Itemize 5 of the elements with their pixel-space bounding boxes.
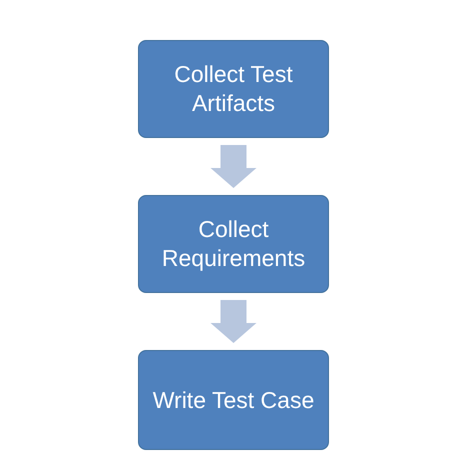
process-box: Collect Test Artifacts [138,40,329,138]
process-box: Write Test Case [138,350,329,450]
process-box: Collect Requirements [138,195,329,293]
block-arrow [210,145,256,188]
block-arrow [210,300,256,343]
